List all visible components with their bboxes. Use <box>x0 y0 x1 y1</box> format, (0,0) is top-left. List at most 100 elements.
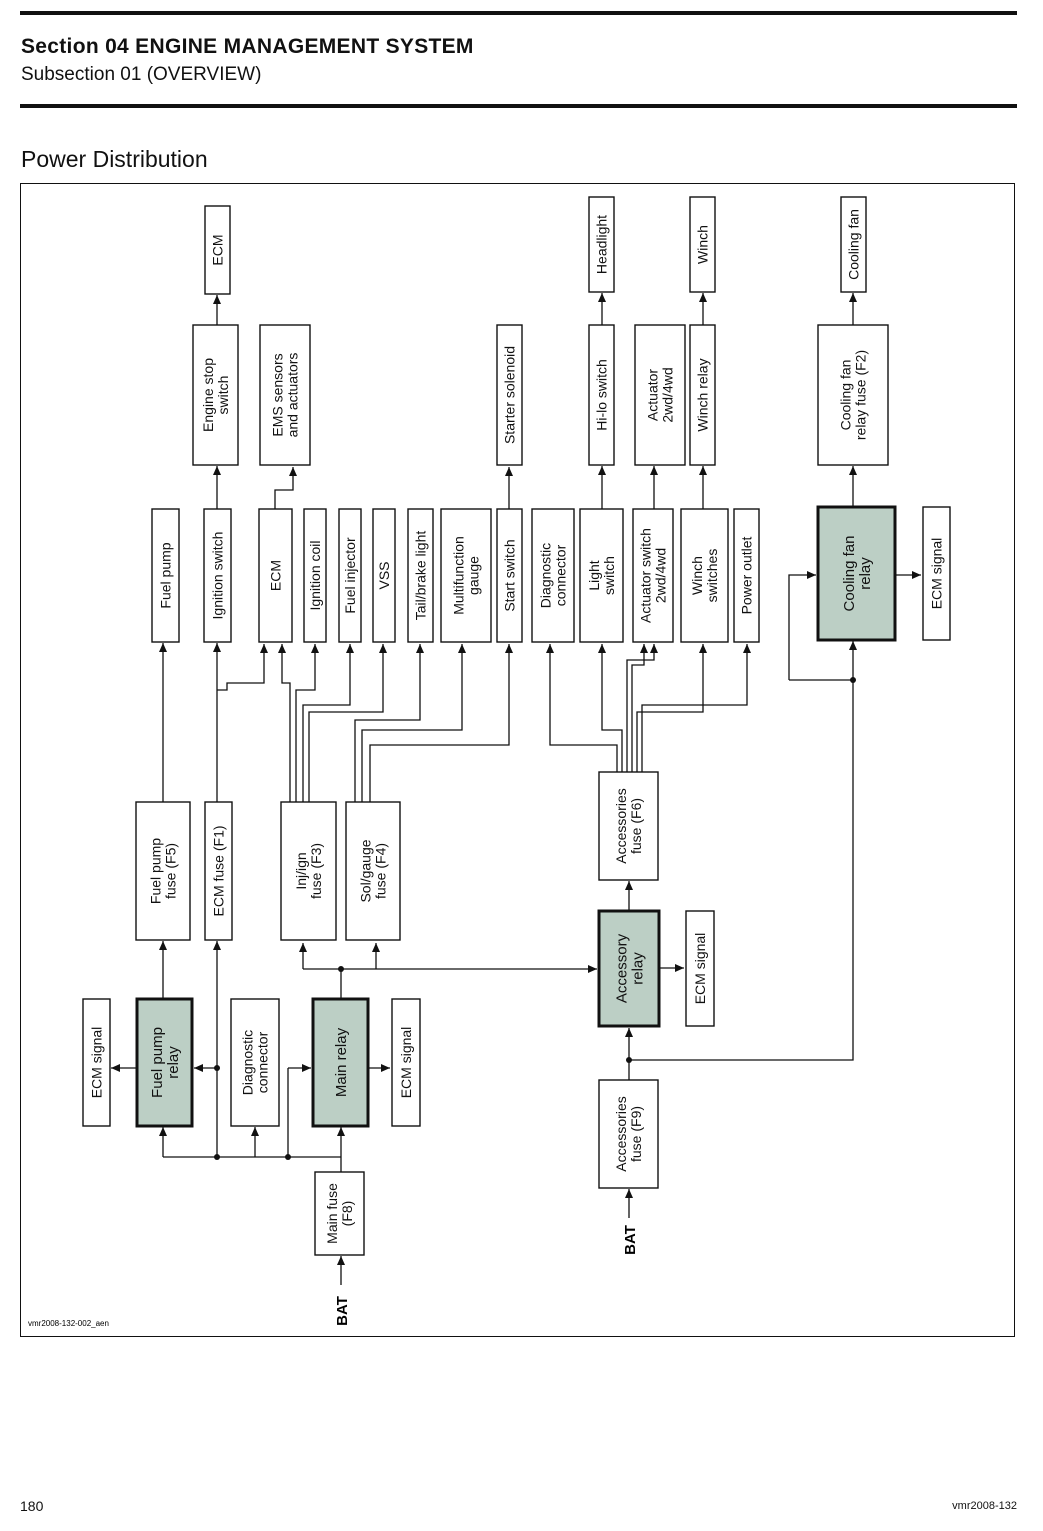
block-box <box>598 771 659 881</box>
block-label: ECM <box>267 560 283 591</box>
block-label-line: gauge <box>465 556 481 595</box>
block-start-switch: Start switch <box>496 508 523 643</box>
block-box <box>689 324 716 466</box>
block-label: Cooling fan <box>845 209 861 280</box>
block-box <box>922 506 951 641</box>
block-label-line: Main relay <box>333 1027 350 1097</box>
block-diag-connector-low: Diagnosticconnector <box>230 998 280 1127</box>
diagram-heading: Power Distribution <box>21 146 208 172</box>
wire <box>629 680 854 1061</box>
block-fuel-pump: Fuel pump <box>151 508 180 643</box>
block-label-line: Winch <box>689 556 705 595</box>
block-label-line: Winch relay <box>694 358 710 431</box>
junction-dot <box>850 677 856 683</box>
block-box <box>588 324 615 466</box>
block-label-line: 2wd/4wd <box>652 548 668 603</box>
block-label-line: Tail/brake light <box>412 531 428 621</box>
block-ecm-signal-fan: ECM signal <box>922 506 951 641</box>
block-label-line: relay <box>629 952 646 985</box>
block-box <box>496 324 523 466</box>
block-box <box>135 801 191 941</box>
wire <box>636 644 707 772</box>
block-fuel-pump-relay: Fuel pumprelay <box>135 997 194 1128</box>
block-box <box>258 508 293 643</box>
block-label: Accessoriesfuse (F9) <box>613 1096 644 1171</box>
block-label: Fuel injector <box>342 537 358 614</box>
block-main-fuse: Main fuse(F8) <box>314 1171 365 1256</box>
block-box <box>531 508 575 643</box>
block-box <box>634 324 686 466</box>
block-box <box>204 801 233 941</box>
block-label-line: Fuel pump <box>157 542 173 608</box>
block-label-line: Headlight <box>593 215 609 274</box>
block-power-outlet: Power outlet <box>733 508 760 643</box>
block-label-line: relay <box>857 557 874 590</box>
block-label: Accessoriesfuse (F6) <box>613 788 644 863</box>
wire <box>217 644 268 691</box>
block-label-line: fuse (F4) <box>372 843 388 899</box>
block-accessories-f9: Accessoriesfuse (F9) <box>598 1079 659 1189</box>
bat-label-main: BAT <box>334 1296 351 1326</box>
block-box <box>632 508 674 643</box>
block-label: Actuator2wd/4wd <box>644 367 675 422</box>
block-box <box>817 324 889 466</box>
block-sol-gauge-fuse: Sol/gaugefuse (F4) <box>345 801 401 941</box>
block-winch-relay: Winch relay <box>689 324 716 466</box>
block-label: Lightswitch <box>586 556 617 595</box>
block-ignition-switch: Ignition switch <box>203 508 232 643</box>
block-label-line: Cooling fan <box>841 536 858 612</box>
page-number: 180 <box>20 1498 44 1514</box>
block-label: ECM fuse (F1) <box>210 825 226 916</box>
block-label: Sol/gaugefuse (F4) <box>357 839 388 902</box>
block-label: Winchswitches <box>689 549 720 603</box>
wire <box>302 644 354 802</box>
block-label-line: Engine stop <box>200 358 216 432</box>
block-box <box>579 508 624 643</box>
block-label-line: fuse (F3) <box>308 843 324 899</box>
block-accessory-relay: Accessoryrelay <box>597 909 661 1028</box>
block-label-line: Fuel injector <box>342 537 358 614</box>
block-label-line: Inj/ign <box>293 852 309 889</box>
block-label: Engine stopswitch <box>200 358 231 432</box>
block-label: ECM signal <box>928 538 944 610</box>
block-label: Main fuse(F8) <box>324 1183 355 1244</box>
block-box <box>82 998 111 1127</box>
wire <box>788 571 816 680</box>
block-label: Diagnosticconnector <box>239 1030 270 1095</box>
block-ignition-coil: Ignition coil <box>303 508 327 643</box>
block-ecm-fuse: ECM fuse (F1) <box>204 801 233 941</box>
wire <box>295 644 319 802</box>
block-label-line: Actuator <box>644 369 660 421</box>
block-label: ECM signal <box>692 933 708 1005</box>
block-label-line: ECM <box>267 560 283 591</box>
block-label-line: Diagnostic <box>239 1030 255 1095</box>
block-starter-solenoid: Starter solenoid <box>496 324 523 466</box>
block-label: EMS sensorsand actuators <box>269 353 300 438</box>
block-label-line: Actuator switch <box>637 528 653 623</box>
junction-dot <box>285 1154 291 1160</box>
junction-dot <box>214 1154 220 1160</box>
block-label-line: ECM fuse (F1) <box>210 825 226 916</box>
header-top-rule <box>20 11 1017 15</box>
block-label-line: relay <box>165 1046 182 1079</box>
block-main-relay: Main relay <box>311 997 370 1128</box>
wire <box>274 467 297 509</box>
block-label-line: Multifunction <box>450 536 466 615</box>
block-box <box>588 196 615 293</box>
block-label: ECM <box>209 234 225 265</box>
block-label: Cooling fanrelay fuse (F2) <box>837 350 868 440</box>
block-box <box>303 508 327 643</box>
junction-dot <box>338 966 344 972</box>
block-ecm-top: ECM <box>204 205 231 295</box>
section-title: Section 04 ENGINE MANAGEMENT SYSTEM <box>21 35 474 58</box>
block-winch-switches: Winchswitches <box>680 508 729 643</box>
block-label: Multifunctiongauge <box>450 536 481 615</box>
block-label-line: connector <box>254 1031 270 1093</box>
block-box <box>733 508 760 643</box>
block-label-line: relay fuse (F2) <box>852 350 868 440</box>
block-headlight: Headlight <box>588 196 615 293</box>
block-label-line: EMS sensors <box>269 353 285 436</box>
block-label: Actuator switch2wd/4wd <box>637 528 668 623</box>
block-multifunction-gauge: Multifunctiongauge <box>440 508 492 643</box>
block-tail-brake: Tail/brake light <box>407 508 434 643</box>
